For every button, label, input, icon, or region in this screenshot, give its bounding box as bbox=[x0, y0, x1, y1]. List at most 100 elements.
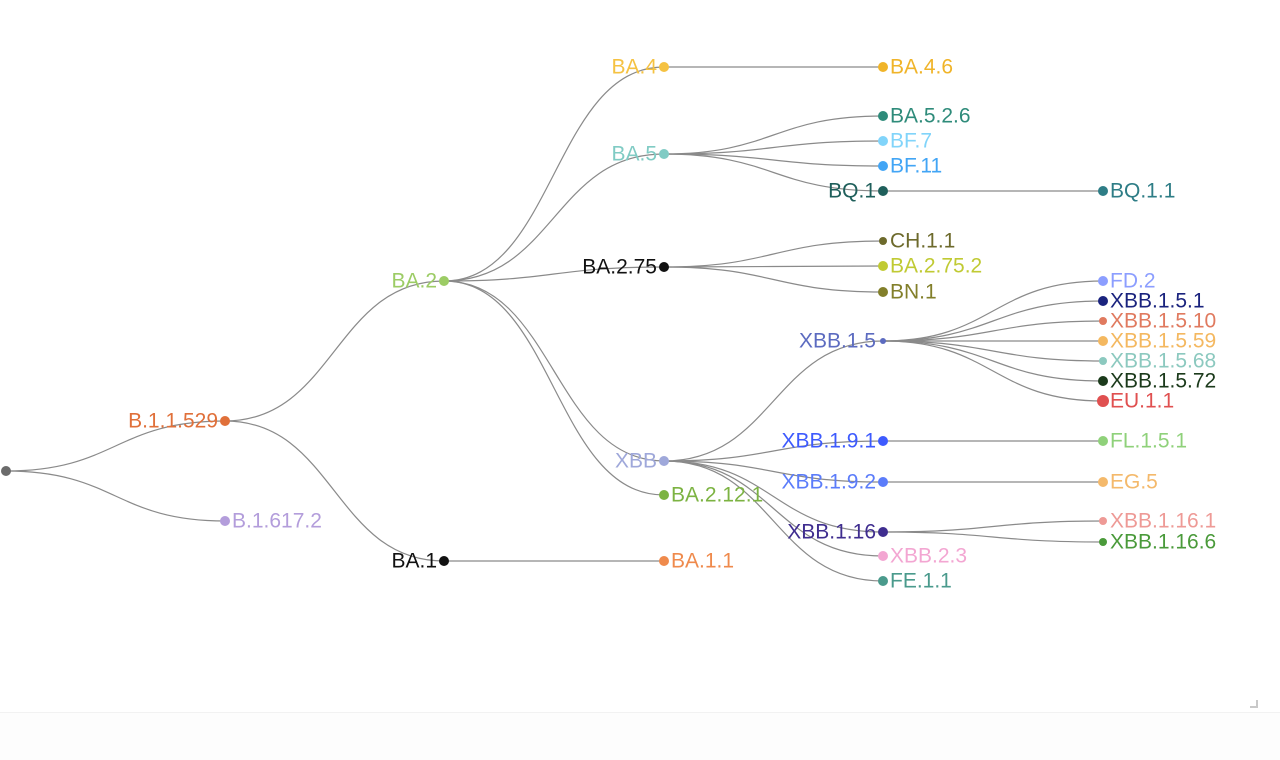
tree-link bbox=[663, 115, 884, 155]
tree-link bbox=[663, 460, 884, 557]
node-dot[interactable] bbox=[878, 436, 888, 446]
node-dot[interactable] bbox=[659, 62, 669, 72]
node-dot[interactable] bbox=[1098, 186, 1108, 196]
tree-node[interactable]: B.1.1.529 bbox=[128, 410, 230, 433]
tree-node[interactable]: XBB.1.16.1 bbox=[1099, 510, 1216, 533]
tree-link bbox=[663, 340, 884, 462]
tree-node[interactable]: B.1.617.2 bbox=[220, 510, 322, 533]
tree-node[interactable]: BA.4.6 bbox=[878, 56, 953, 79]
node-label: XBB.1.16 bbox=[787, 521, 876, 544]
node-dot[interactable] bbox=[659, 262, 669, 272]
node-label: BA.2.12.1 bbox=[671, 484, 763, 507]
tree-node[interactable]: BN.1 bbox=[878, 281, 937, 304]
node-dot[interactable] bbox=[1099, 517, 1107, 525]
node-label: XBB.1.16.1 bbox=[1110, 510, 1216, 533]
tree-link bbox=[443, 280, 665, 462]
tree-link bbox=[882, 340, 1104, 362]
node-dot[interactable] bbox=[878, 111, 888, 121]
tree-link bbox=[443, 266, 665, 282]
tree-link bbox=[5, 420, 226, 472]
node-dot[interactable] bbox=[1098, 276, 1108, 286]
node-dot[interactable] bbox=[220, 416, 230, 426]
node-dot[interactable] bbox=[1099, 357, 1107, 365]
tree-node[interactable]: CH.1.1 bbox=[879, 230, 955, 253]
tree-node[interactable]: FD.2 bbox=[1098, 270, 1156, 293]
node-dot[interactable] bbox=[878, 62, 888, 72]
node-dot[interactable] bbox=[878, 186, 888, 196]
tree-node[interactable]: BA.5 bbox=[611, 143, 669, 166]
tree-node[interactable]: XBB.1.5.72 bbox=[1098, 370, 1216, 393]
tree-link bbox=[443, 153, 665, 282]
node-dot[interactable] bbox=[878, 477, 888, 487]
node-dot[interactable] bbox=[880, 338, 886, 344]
tree-node[interactable]: XBB.1.5.1 bbox=[1098, 290, 1205, 313]
node-dot[interactable] bbox=[1097, 395, 1109, 407]
tree-node[interactable]: BQ.1 bbox=[828, 180, 888, 203]
tree-node[interactable]: XBB.1.5 bbox=[799, 330, 886, 353]
tree-node[interactable]: XBB.2.3 bbox=[878, 545, 967, 568]
node-dot[interactable] bbox=[878, 551, 888, 561]
node-dot[interactable] bbox=[878, 261, 888, 271]
node-label: XBB.1.5.10 bbox=[1110, 310, 1216, 333]
node-dot[interactable] bbox=[220, 516, 230, 526]
tree-node[interactable]: XBB.1.5.59 bbox=[1098, 330, 1216, 353]
tree-link bbox=[663, 460, 884, 483]
tree-node[interactable]: XBB.1.16 bbox=[787, 521, 888, 544]
tree-node[interactable]: BA.2 bbox=[391, 270, 449, 293]
node-dot[interactable] bbox=[659, 149, 669, 159]
tree-node[interactable]: BQ.1.1 bbox=[1098, 180, 1175, 203]
node-label: XBB.1.5.68 bbox=[1110, 350, 1216, 373]
node-dot[interactable] bbox=[1098, 477, 1108, 487]
tree-node[interactable]: XBB.1.5.68 bbox=[1099, 350, 1216, 373]
node-label: XBB.1.9.2 bbox=[781, 471, 876, 494]
node-label: XBB.1.5.59 bbox=[1110, 330, 1216, 353]
node-label: B.1.1.529 bbox=[128, 410, 218, 433]
tree-node[interactable]: XBB.1.9.2 bbox=[781, 471, 888, 494]
node-dot[interactable] bbox=[659, 490, 669, 500]
node-dot[interactable] bbox=[878, 161, 888, 171]
node-dot[interactable] bbox=[439, 556, 449, 566]
node-dot[interactable] bbox=[1099, 317, 1107, 325]
node-label: XBB bbox=[615, 450, 657, 473]
node-dot[interactable] bbox=[878, 576, 888, 586]
node-dot[interactable] bbox=[1098, 336, 1108, 346]
node-dot[interactable] bbox=[878, 287, 888, 297]
resize-grip-icon[interactable] bbox=[1250, 700, 1258, 708]
node-dot[interactable] bbox=[439, 276, 449, 286]
tree-node[interactable] bbox=[1, 466, 11, 476]
node-dot[interactable] bbox=[1098, 436, 1108, 446]
tree-link bbox=[663, 266, 884, 293]
node-dot[interactable] bbox=[878, 527, 888, 537]
tree-node[interactable]: BA.4 bbox=[611, 56, 669, 79]
tree-node[interactable]: BA.2.12.1 bbox=[659, 484, 763, 507]
node-label: XBB.1.5.1 bbox=[1110, 290, 1205, 313]
node-dot[interactable] bbox=[1098, 376, 1108, 386]
tree-node[interactable]: BF.11 bbox=[878, 155, 942, 178]
node-dot[interactable] bbox=[1099, 538, 1107, 546]
tree-node[interactable]: XBB bbox=[615, 450, 669, 473]
tree-node[interactable]: BA.2.75.2 bbox=[878, 255, 982, 278]
node-dot[interactable] bbox=[1098, 296, 1108, 306]
tree-link bbox=[882, 280, 1104, 342]
tree-node[interactable]: BA.5.2.6 bbox=[878, 105, 971, 128]
node-dot[interactable] bbox=[878, 136, 888, 146]
node-label: BQ.1 bbox=[828, 180, 876, 203]
node-dot[interactable] bbox=[659, 556, 669, 566]
tree-link bbox=[224, 280, 445, 422]
node-dot[interactable] bbox=[879, 237, 887, 245]
tree-node[interactable]: FE.1.1 bbox=[878, 570, 952, 593]
tree-link bbox=[663, 153, 884, 192]
tree-node[interactable]: EU.1.1 bbox=[1097, 390, 1174, 413]
node-dot[interactable] bbox=[1, 466, 11, 476]
tree-node[interactable]: BF.7 bbox=[878, 130, 932, 153]
tree-node[interactable]: XBB.1.5.10 bbox=[1099, 310, 1216, 333]
tree-node[interactable]: FL.1.5.1 bbox=[1098, 430, 1187, 453]
tree-node[interactable]: BA.2.75 bbox=[582, 256, 669, 279]
tree-node[interactable]: BA.1.1 bbox=[659, 550, 734, 573]
tree-node[interactable]: EG.5 bbox=[1098, 471, 1158, 494]
tree-node[interactable]: BA.1 bbox=[391, 550, 449, 573]
tree-node[interactable]: XBB.1.9.1 bbox=[781, 430, 888, 453]
tree-node[interactable]: XBB.1.16.6 bbox=[1099, 531, 1216, 554]
node-dot[interactable] bbox=[659, 456, 669, 466]
